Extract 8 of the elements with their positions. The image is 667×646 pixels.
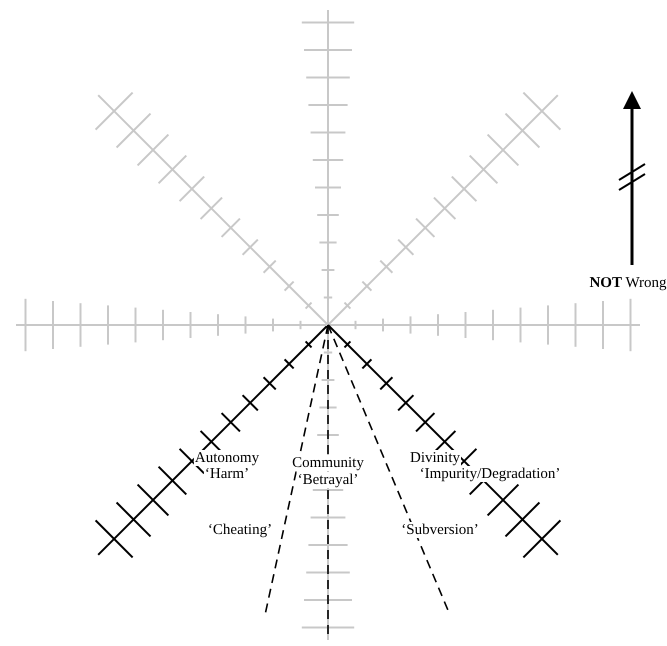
axis-label: ‘Betrayal’ [296, 472, 360, 488]
axis-label: Autonomy [194, 450, 260, 466]
axis-label: Divinity [409, 450, 461, 466]
axis-label: ‘Impurity/Degradation’ [418, 466, 562, 482]
direction-label: NOT Wrong [588, 275, 667, 291]
axis-label: ‘Subversion’ [400, 522, 480, 538]
axis-label: ‘Cheating’ [206, 522, 274, 538]
axis-label: Community [291, 455, 365, 471]
